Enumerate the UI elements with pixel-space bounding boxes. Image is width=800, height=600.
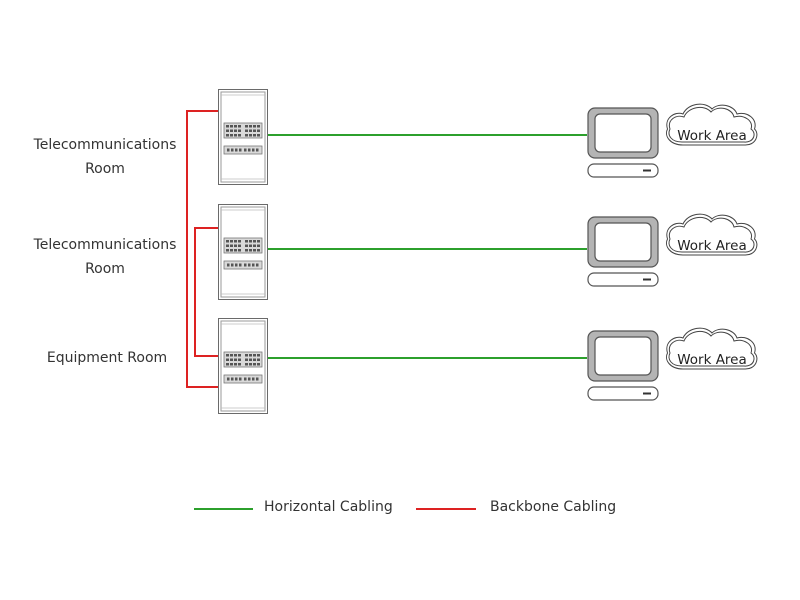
svg-text:Telecommunications: Telecommunications [33,137,177,153]
svg-text:Room: Room [85,161,125,177]
server-rack-icon [218,204,268,300]
horizontal-cabling [268,134,587,359]
backbone-cable-outer [186,110,219,388]
legend-horizontal-label: Horizontal Cabling [264,499,393,515]
room-label-telecom-2: Telecommunications Room [33,237,177,277]
svg-text:Equipment Room: Equipment Room [47,350,167,366]
room-label-equipment: Equipment Room [47,350,167,366]
legend-backbone-label: Backbone Cabling [490,499,616,515]
work-area-label: Work Area [677,238,747,254]
room-label-telecom-1: Telecommunications Room [33,137,177,177]
svg-text:Room: Room [85,261,125,277]
work-area-label: Work Area [677,352,747,368]
work-area-label: Work Area [677,128,747,144]
computer-icon [587,216,659,287]
server-rack-icon [218,89,268,185]
backbone-cable-inner [194,227,219,357]
work-area-cloud-1: Work Area [666,103,758,146]
svg-text:Telecommunications: Telecommunications [33,237,177,253]
work-area-cloud-2: Work Area [666,213,758,256]
computer-icon [587,330,659,401]
server-rack-icon [218,318,268,414]
work-area-cloud-3: Work Area [666,327,758,370]
backbone-cabling [186,110,219,388]
legend: Horizontal Cabling Backbone Cabling [194,499,616,515]
computer-icon [587,107,659,178]
